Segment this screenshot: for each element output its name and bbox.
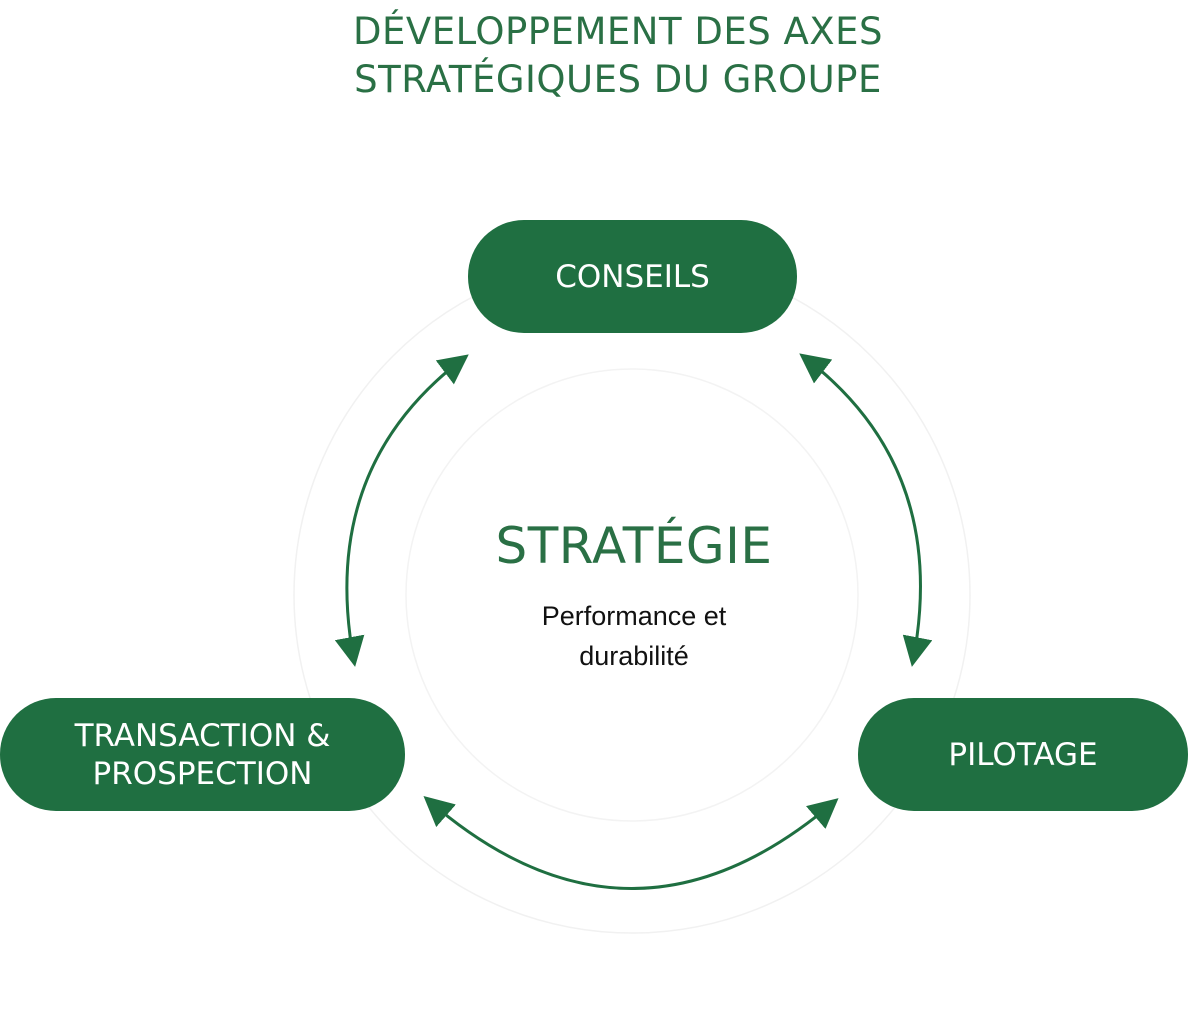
arrow-conseils-pilotage xyxy=(799,353,933,667)
node-conseils-label: CONSEILS xyxy=(555,258,710,295)
node-transaction-prospection: TRANSACTION & PROSPECTION xyxy=(0,698,405,811)
center-subtitle: Performance et durabilité xyxy=(482,596,786,676)
node-pilotage: PILOTAGE xyxy=(858,698,1188,811)
arrow-transaction-pilotage xyxy=(423,796,839,890)
center-subtitle-line-1: Performance et xyxy=(541,601,727,631)
page-title-line-1: DÉVELOPPEMENT DES AXES xyxy=(353,10,883,53)
node-transaction-label-line-2: PROSPECTION xyxy=(92,755,313,792)
page-title-line-2: STRATÉGIQUES DU GROUPE xyxy=(354,58,882,101)
page-title: DÉVELOPPEMENT DES AXES STRATÉGIQUES DU G… xyxy=(0,8,1188,104)
node-conseils: CONSEILS xyxy=(468,220,797,333)
inner-ring xyxy=(405,368,859,822)
node-pilotage-label: PILOTAGE xyxy=(948,736,1098,773)
center-subtitle-line-2: durabilité xyxy=(579,641,689,671)
outer-ring xyxy=(293,256,971,934)
arrow-conseils-transaction xyxy=(334,354,469,667)
center-title: STRATÉGIE xyxy=(495,517,773,575)
node-transaction-label-line-1: TRANSACTION & xyxy=(74,717,331,754)
